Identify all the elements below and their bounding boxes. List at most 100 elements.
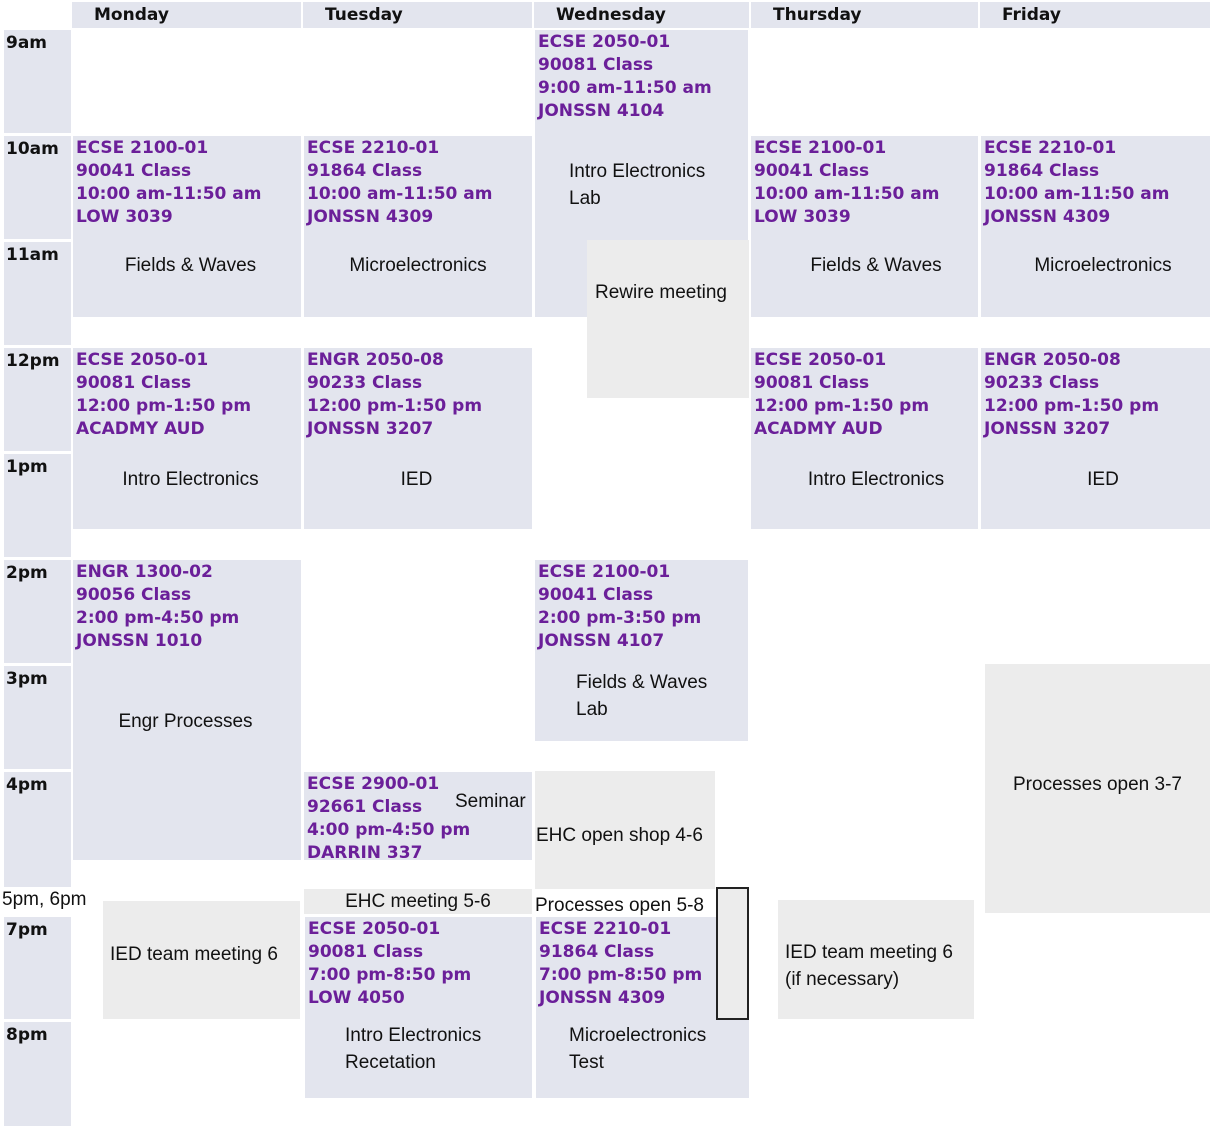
class-time: 7:00 pm-8:50 pm: [308, 965, 472, 985]
class-note: Intro Electronics Recetation: [345, 1025, 482, 1073]
class-block-tue-4[interactable]: ECSE 2900-01 92661 Class 4:00 pm-4:50 pm…: [304, 772, 532, 863]
class-crn: 90041 Class: [754, 161, 870, 181]
class-block-tue-12[interactable]: ENGR 2050-08 90233 Class 12:00 pm-1:50 p…: [304, 348, 532, 529]
event-label: Rewire meeting: [595, 282, 727, 303]
class-note: IED: [400, 469, 433, 490]
class-code: ECSE 2210-01: [984, 138, 1117, 158]
class-room: JONSSN 4309: [307, 207, 434, 227]
class-code: ECSE 2050-01: [76, 350, 209, 370]
day-header-friday: Friday: [980, 2, 1210, 28]
event-ied-team-meeting-mon[interactable]: IED team meeting 6: [103, 901, 300, 1019]
class-time: 4:00 pm-4:50 pm: [307, 820, 471, 840]
class-time: 12:00 pm-1:50 pm: [984, 396, 1160, 416]
class-code: ECSE 2050-01: [308, 919, 441, 939]
time-label: 3pm: [4, 666, 71, 769]
class-crn: 90233 Class: [307, 373, 423, 393]
class-crn: 90081 Class: [538, 55, 654, 75]
class-block-fri-10[interactable]: ECSE 2210-01 91864 Class 10:00 am-11:50 …: [981, 136, 1210, 317]
class-room: ACADMY AUD: [76, 419, 205, 439]
class-block-wed-7[interactable]: ECSE 2210-01 91864 Class 7:00 pm-8:50 pm…: [536, 917, 749, 1098]
event-label: Processes open 5-8: [535, 895, 704, 916]
day-header-monday: Monday: [72, 2, 301, 28]
event-label: EHC open shop 4-6: [536, 825, 703, 846]
class-time: 10:00 am-11:50 am: [754, 184, 940, 204]
class-room: JONSSN 1010: [76, 631, 203, 651]
class-note: Fields & Waves: [124, 255, 257, 276]
event-label: IED team meeting 6: [110, 944, 278, 965]
class-note: Microelectronics: [349, 255, 487, 276]
class-block-tue-7[interactable]: ECSE 2050-01 90081 Class 7:00 pm-8:50 pm…: [305, 917, 532, 1098]
class-note: Intro Electronics: [122, 469, 259, 490]
class-block-mon-12[interactable]: ECSE 2050-01 90081 Class 12:00 pm-1:50 p…: [73, 348, 301, 529]
class-crn: 90081 Class: [754, 373, 870, 393]
class-time: 9:00 am-11:50 am: [538, 78, 712, 98]
class-note: Fields & Waves Lab: [576, 672, 708, 720]
time-label: 12pm: [4, 348, 71, 451]
class-block-mon-2[interactable]: ENGR 1300-02 90056 Class 2:00 pm-4:50 pm…: [73, 560, 301, 860]
class-code: ECSE 2210-01: [539, 919, 672, 939]
time-label: 11am: [4, 242, 71, 345]
class-crn: 91864 Class: [307, 161, 423, 181]
class-time: 2:00 pm-4:50 pm: [76, 608, 240, 628]
event-ehc-open-shop[interactable]: EHC open shop 4-6: [535, 771, 715, 889]
class-room: JONSSN 4107: [538, 631, 665, 651]
class-note: Microelectronics: [1034, 255, 1172, 276]
class-room: ACADMY AUD: [754, 419, 883, 439]
class-room: LOW 3039: [754, 207, 851, 227]
class-time: 10:00 am-11:50 am: [984, 184, 1170, 204]
class-note: Seminar: [455, 791, 526, 812]
class-note: Microelectronics Test: [569, 1025, 707, 1073]
class-code: ECSE 2210-01: [307, 138, 440, 158]
class-crn: 92661 Class: [307, 797, 423, 817]
time-label: 4pm: [4, 772, 71, 887]
class-block-tue-10[interactable]: ECSE 2210-01 91864 Class 10:00 am-11:50 …: [304, 136, 532, 317]
class-code: ECSE 2050-01: [754, 350, 887, 370]
time-label: 1pm: [4, 454, 71, 557]
event-processes-open-wed[interactable]: Processes open 5-8: [535, 892, 716, 918]
class-code: ENGR 1300-02: [76, 562, 213, 582]
class-code: ECSE 2050-01: [538, 32, 671, 52]
event-label: IED team meeting 6 (if necessary): [785, 942, 953, 990]
class-room: JONSSN 3207: [307, 419, 434, 439]
class-crn: 91864 Class: [984, 161, 1100, 181]
class-code: ECSE 2100-01: [538, 562, 671, 582]
class-note: Intro Electronics Lab: [569, 161, 706, 209]
class-crn: 90233 Class: [984, 373, 1100, 393]
event-label: Processes open 3-7: [1013, 774, 1182, 795]
class-note: Intro Electronics: [807, 469, 945, 490]
class-time: 12:00 pm-1:50 pm: [76, 396, 252, 416]
class-note: Fields & Waves: [810, 255, 942, 276]
class-code: ENGR 2050-08: [307, 350, 444, 370]
class-block-fri-12[interactable]: ENGR 2050-08 90233 Class 12:00 pm-1:50 p…: [981, 348, 1210, 529]
class-room: DARRIN 337: [307, 843, 423, 863]
class-room: JONSSN 4309: [539, 988, 666, 1008]
class-room: JONSSN 3207: [984, 419, 1111, 439]
class-block-thu-12[interactable]: ECSE 2050-01 90081 Class 12:00 pm-1:50 p…: [751, 348, 978, 529]
time-label: 7pm: [4, 917, 71, 1019]
event-rewire-meeting[interactable]: Rewire meeting: [587, 240, 749, 398]
class-crn: 91864 Class: [539, 942, 655, 962]
class-time: 2:00 pm-3:50 pm: [538, 608, 702, 628]
class-room: LOW 4050: [308, 988, 405, 1008]
class-time: 12:00 pm-1:50 pm: [307, 396, 483, 416]
class-room: LOW 3039: [76, 207, 173, 227]
event-ied-team-meeting-thu[interactable]: IED team meeting 6 (if necessary): [778, 900, 974, 1019]
day-header-tuesday: Tuesday: [303, 2, 532, 28]
time-label: 5pm, 6pm: [2, 889, 87, 911]
class-time: 10:00 am-11:50 am: [76, 184, 262, 204]
class-crn: 90081 Class: [308, 942, 424, 962]
class-code: ECSE 2900-01: [307, 774, 440, 794]
class-room: JONSSN 4104: [538, 101, 665, 121]
time-label: 9am: [4, 30, 71, 133]
class-block-mon-10[interactable]: ECSE 2100-01 90041 Class 10:00 am-11:50 …: [73, 136, 301, 317]
event-ehc-meeting[interactable]: EHC meeting 5-6: [304, 889, 532, 914]
class-block-thu-10[interactable]: ECSE 2100-01 90041 Class 10:00 am-11:50 …: [751, 136, 978, 317]
selection-outline[interactable]: [716, 887, 749, 1020]
class-time: 7:00 pm-8:50 pm: [539, 965, 703, 985]
event-processes-open-fri[interactable]: Processes open 3-7: [985, 664, 1210, 913]
class-crn: 90041 Class: [76, 161, 192, 181]
class-crn: 90081 Class: [76, 373, 192, 393]
class-block-wed-2[interactable]: ECSE 2100-01 90041 Class 2:00 pm-3:50 pm…: [535, 560, 748, 741]
class-room: JONSSN 4309: [984, 207, 1111, 227]
day-header-wednesday: Wednesday: [534, 2, 749, 28]
